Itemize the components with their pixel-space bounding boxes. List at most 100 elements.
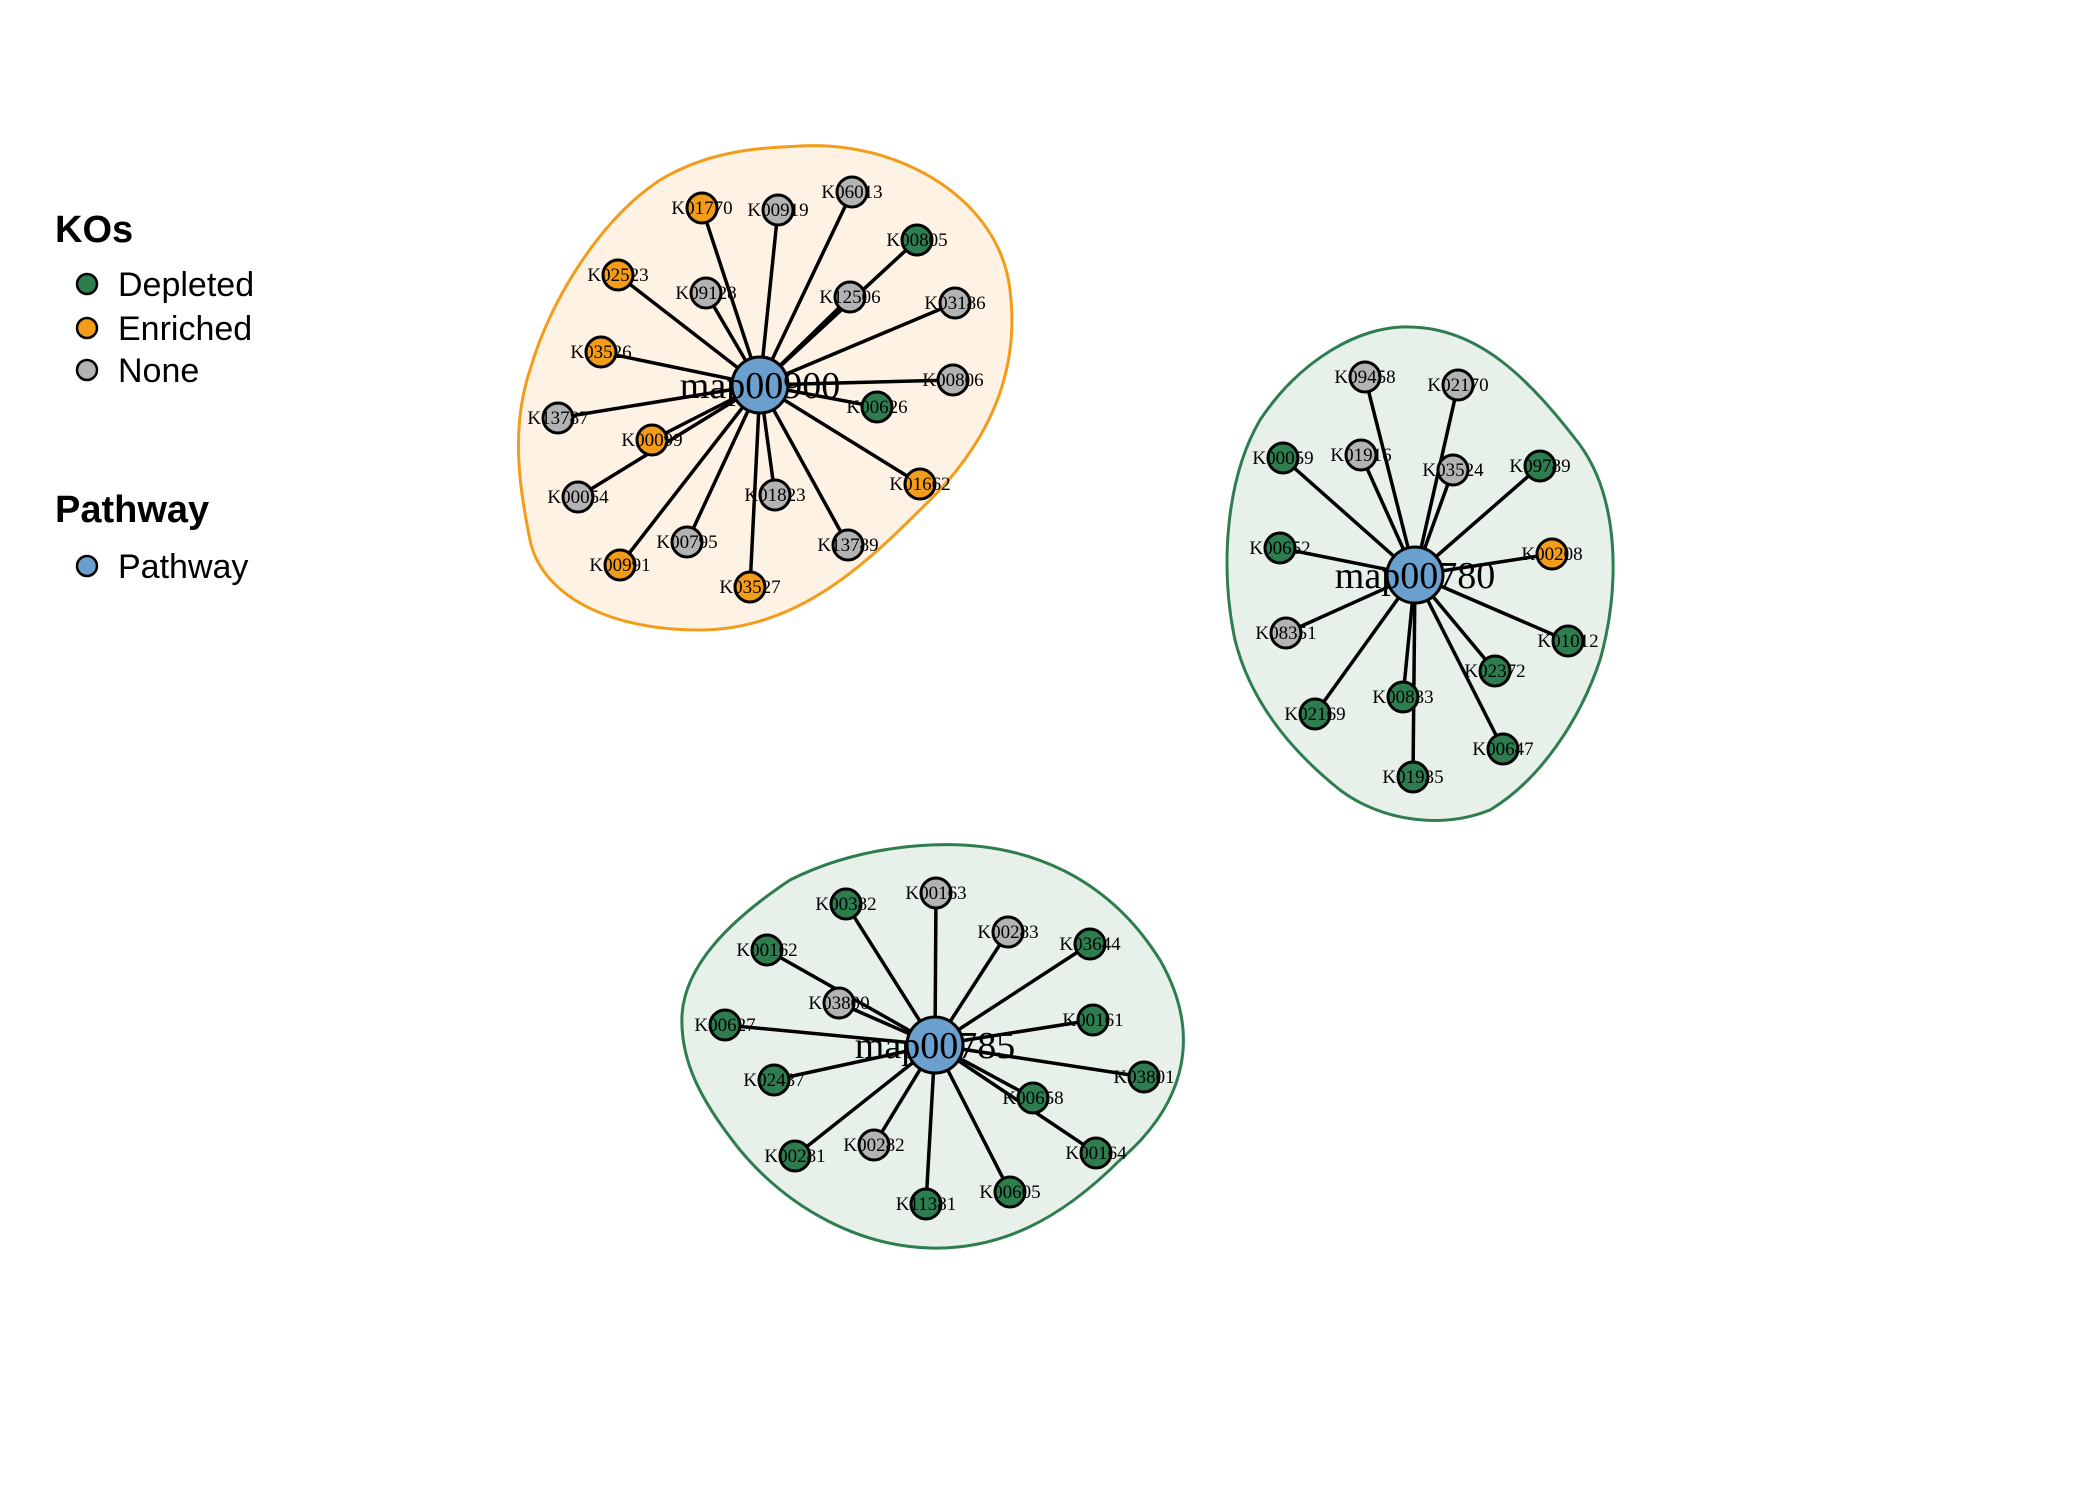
ko-node-circle	[900, 223, 934, 257]
ko-node-label: K00805	[886, 230, 947, 251]
ko-node-circle	[778, 1139, 812, 1173]
ko-node-K00059: K00059	[1252, 441, 1314, 475]
edge-map00780-K09458	[1363, 376, 1417, 576]
ko-node-K03801: K03801	[1113, 1060, 1175, 1094]
ko-node-circle	[1386, 680, 1420, 714]
legend-pathway-label: Pathway	[118, 548, 248, 586]
edge-map00785-K00281	[793, 1043, 937, 1158]
ko-node-label: K00163	[905, 883, 966, 904]
ko-node-label: K03800	[808, 993, 869, 1014]
ko-node-circle	[541, 401, 575, 435]
ko-node-circle	[685, 191, 719, 225]
ko-node-K00805: K00805	[886, 223, 948, 257]
ko-node-circle	[561, 480, 595, 514]
ko-node-K01916: K01916	[1330, 438, 1392, 472]
ko-node-K02372: K02372	[1464, 654, 1526, 688]
ko-node-label: K00208	[1521, 544, 1582, 565]
ko-node-K01935: K01935	[1382, 760, 1444, 794]
edge-map00785-K03644	[934, 942, 1091, 1047]
ko-node-circle	[708, 1008, 742, 1042]
ko-node-circle	[1298, 697, 1332, 731]
legend-kos-title: KOs	[55, 209, 133, 251]
ko-node-K09458: K09458	[1334, 360, 1396, 394]
ko-node-circle	[1344, 438, 1378, 472]
ko-node-label: K00833	[1372, 687, 1433, 708]
ko-node-K00382: K00382	[815, 887, 877, 921]
ko-node-circle	[1266, 441, 1300, 475]
legend-item-depleted: Depleted	[75, 266, 254, 304]
edge-map00785-K00164	[934, 1043, 1097, 1155]
ko-node-circle	[831, 528, 865, 562]
legend-pathway-swatch	[75, 554, 99, 578]
legend-item-none: None	[75, 352, 199, 390]
ko-node-circle	[1076, 1003, 1110, 1037]
ko-node-label: K12506	[819, 287, 880, 308]
edge-map00900-K00806	[759, 378, 954, 387]
legend-depleted-label: Depleted	[118, 266, 254, 304]
ko-node-circle	[689, 276, 723, 310]
ko-node-circle	[757, 1063, 791, 1097]
ko-node-K01012: K01012	[1537, 624, 1599, 658]
ko-node-K02169: K02169	[1284, 697, 1346, 731]
ko-node-K13787: K13787	[527, 401, 589, 435]
ko-node-label: K00627	[694, 1015, 755, 1036]
ko-node-K00208: K00208	[1521, 537, 1583, 571]
ko-node-label: K00164	[1065, 1143, 1127, 1164]
ko-node-circle	[1016, 1081, 1050, 1115]
ko-node-K00991: K00991	[589, 548, 651, 582]
edge-map00900-K00054	[577, 383, 761, 499]
edge-map00780-K00647	[1413, 574, 1505, 750]
ko-node-label: K03186	[924, 293, 985, 314]
ko-node-circle	[1436, 453, 1470, 487]
ko-node-circle	[670, 525, 704, 559]
legend: KOs Depleted Enriched None Pathway Pathw…	[55, 209, 254, 586]
ko-node-K01823: K01823	[744, 478, 806, 512]
ko-node-circle	[993, 1175, 1027, 1209]
ko-node-K00626: K00626	[846, 390, 908, 424]
ko-node-circle	[1523, 449, 1557, 483]
ko-node-circle	[909, 1187, 943, 1221]
legend-none-label: None	[118, 352, 199, 390]
ko-node-K00163: K00163	[905, 876, 967, 910]
ko-node-circle	[750, 933, 784, 967]
legend-enriched-swatch	[75, 316, 99, 340]
ko-node-K00919: K00919	[747, 193, 809, 227]
ko-node-K00162: K00162	[736, 933, 798, 967]
ko-node-K12506: K12506	[819, 280, 881, 314]
edge-map00900-K00991	[618, 383, 762, 567]
ko-node-label: K00991	[589, 555, 650, 576]
ko-node-circle	[758, 478, 792, 512]
ko-node-K01662: K01662	[889, 467, 951, 501]
ko-node-label: K00647	[1472, 739, 1533, 760]
ko-node-K00282: K00282	[843, 1128, 905, 1162]
ko-node-K03527: K03527	[719, 570, 781, 604]
edge-map00900-K13787	[557, 383, 761, 420]
ko-node-K00795: K00795	[656, 525, 718, 559]
edge-map00780-K02170	[1413, 384, 1460, 576]
ko-node-circle	[1079, 1136, 1113, 1170]
ko-node-label: K01770	[671, 198, 732, 219]
ko-node-circle	[938, 286, 972, 320]
ko-node-label: K01012	[1537, 631, 1598, 652]
ko-node-circle	[835, 175, 869, 209]
ko-node-circle	[1348, 360, 1382, 394]
ko-node-circle	[635, 423, 669, 457]
ko-node-label: K09789	[1509, 456, 1570, 477]
ko-node-K03526: K03526	[570, 335, 632, 369]
ko-node-circle	[1441, 368, 1475, 402]
ko-node-K00161: K00161	[1062, 1003, 1124, 1037]
ko-node-K00652: K00652	[1249, 531, 1311, 565]
ko-node-circle	[1127, 1060, 1161, 1094]
ko-node-label: K00605	[979, 1182, 1040, 1203]
ko-node-K08351: K08351	[1255, 616, 1317, 650]
ko-node-label: K08351	[1255, 623, 1316, 644]
ko-node-label: K00382	[815, 894, 876, 915]
ko-node-K02437: K02437	[743, 1063, 805, 1097]
ko-node-label: K00626	[846, 397, 907, 418]
ko-node-circle	[833, 280, 867, 314]
edge-map00785-K00627	[724, 1023, 936, 1047]
ko-node-label: K00795	[656, 532, 717, 553]
